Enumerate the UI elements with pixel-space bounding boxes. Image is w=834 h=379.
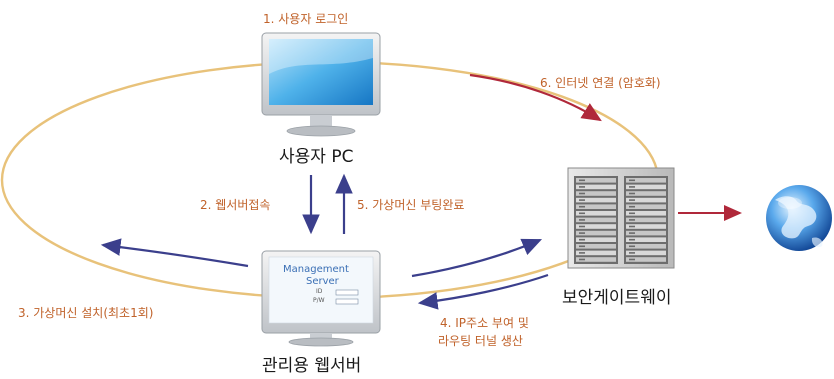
rack-unit — [576, 217, 616, 223]
rack-unit — [626, 197, 666, 203]
rack-unit — [626, 211, 666, 216]
rack-unit-slot — [579, 199, 585, 201]
step4-label-line1: 4. IP주소 부여 및 — [440, 316, 529, 330]
gateway-title: 보안게이트웨이 — [562, 288, 672, 308]
rack-unit-slot — [629, 192, 635, 195]
step4-label-line2: 라우팅 터널 생산 — [438, 334, 523, 348]
rack-unit — [626, 250, 666, 256]
rack-unit — [626, 224, 666, 229]
rack-unit-slot — [629, 179, 635, 182]
rack-unit — [626, 184, 666, 190]
rack-unit-slot — [629, 219, 635, 221]
rack-unit — [626, 257, 666, 262]
step1-label: 1. 사용자 로그인 — [263, 12, 349, 26]
rack-unit-slot — [579, 252, 585, 254]
rack-unit — [576, 250, 616, 256]
arrow-server-to-gateway — [411, 238, 543, 278]
rack-unit — [626, 244, 666, 249]
rack-unit-slot — [629, 205, 635, 208]
step3-label: 3. 가상머신 설치(최초1회) — [18, 306, 154, 320]
rack-unit-slot — [629, 225, 635, 228]
user-pc-title: 사용자 PC — [279, 147, 354, 167]
rack-unit-slot — [579, 205, 585, 208]
rack-unit-slot — [629, 238, 635, 241]
rack-unit — [576, 197, 616, 203]
server-screen-line2: Server — [306, 276, 339, 287]
rack-unit-slot — [629, 212, 635, 215]
rack-unit-slot — [579, 232, 585, 234]
rack-unit — [576, 178, 616, 183]
rack-unit-slot — [579, 212, 585, 215]
globe-icon — [766, 185, 832, 251]
rack-unit-slot — [579, 245, 585, 248]
rack-unit — [626, 237, 666, 242]
rack-unit-slot — [629, 232, 635, 234]
rack-unit-slot — [579, 186, 585, 188]
rack-unit-slot — [579, 225, 585, 228]
rack-unit — [626, 204, 666, 209]
rack-unit — [576, 204, 616, 209]
rack-unit — [576, 237, 616, 242]
monitor-icon — [261, 32, 381, 137]
server-id-label: ID — [316, 288, 323, 295]
rack-unit-slot — [629, 258, 635, 261]
rack-unit-slot — [629, 186, 635, 188]
rack-unit-slot — [579, 258, 585, 261]
rack-unit — [626, 230, 666, 236]
rack-unit — [576, 244, 616, 249]
server-rack-icon — [567, 167, 675, 269]
rack-unit — [626, 191, 666, 196]
rack-unit-slot — [579, 219, 585, 221]
rack-unit — [576, 230, 616, 236]
rack-unit — [626, 178, 666, 183]
step6-label: 6. 인터넷 연결 (암호화) — [540, 76, 661, 90]
step5-label: 5. 가상머신 부팅완료 — [357, 198, 465, 212]
rack-unit — [626, 217, 666, 223]
rack-unit-slot — [629, 252, 635, 254]
rack-unit-slot — [579, 238, 585, 241]
rack-unit-slot — [579, 192, 585, 195]
server-screen-line1: Management — [283, 264, 349, 275]
server-monitor-icon — [261, 250, 381, 347]
rack-unit-slot — [629, 245, 635, 248]
rack-unit — [576, 191, 616, 196]
arrow-step3 — [100, 238, 249, 268]
rack-unit — [576, 184, 616, 190]
arrow-step4 — [417, 273, 549, 310]
web-server-title: 관리용 웹서버 — [262, 356, 362, 376]
rack-unit — [576, 224, 616, 229]
rack-unit-slot — [579, 179, 585, 182]
rack-unit-slot — [629, 199, 635, 201]
server-pw-label: P/W — [313, 297, 325, 304]
step2-label: 2. 웹서버접속 — [200, 198, 271, 212]
arrow-step6 — [469, 73, 602, 122]
rack-unit — [576, 211, 616, 216]
rack-unit — [576, 257, 616, 262]
